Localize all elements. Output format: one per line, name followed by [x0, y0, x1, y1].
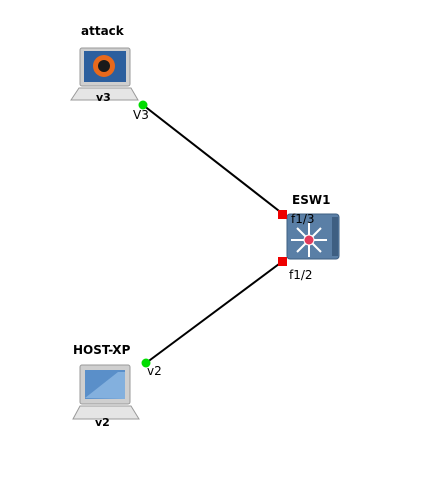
esw1-port-bottom-label: f1/2 [289, 268, 313, 282]
attack-port-status-dot [138, 100, 148, 110]
link-attack-esw1[interactable] [142, 104, 284, 215]
attack-port-label: V3 [133, 108, 149, 122]
attack-node-name: attack [81, 24, 124, 38]
attack-node-caption: v3 [96, 91, 111, 104]
host-xp-laptop-icon[interactable] [72, 364, 140, 420]
esw1-port-top-label: f1/3 [291, 212, 315, 226]
host-xp-port-label: v2 [147, 364, 162, 378]
esw1-f13-status-square [278, 210, 287, 219]
link-hostxp-esw1[interactable] [145, 260, 284, 364]
host-xp-node-name: HOST-XP [73, 343, 131, 357]
esw1-f12-status-square [278, 257, 287, 266]
host-xp-node-caption: v2 [95, 416, 110, 429]
esw1-switch-icon[interactable] [286, 213, 340, 260]
attack-laptop-icon[interactable] [70, 47, 139, 101]
esw1-node-name: ESW1 [292, 193, 331, 207]
hostxp-port-status-dot [141, 358, 151, 368]
